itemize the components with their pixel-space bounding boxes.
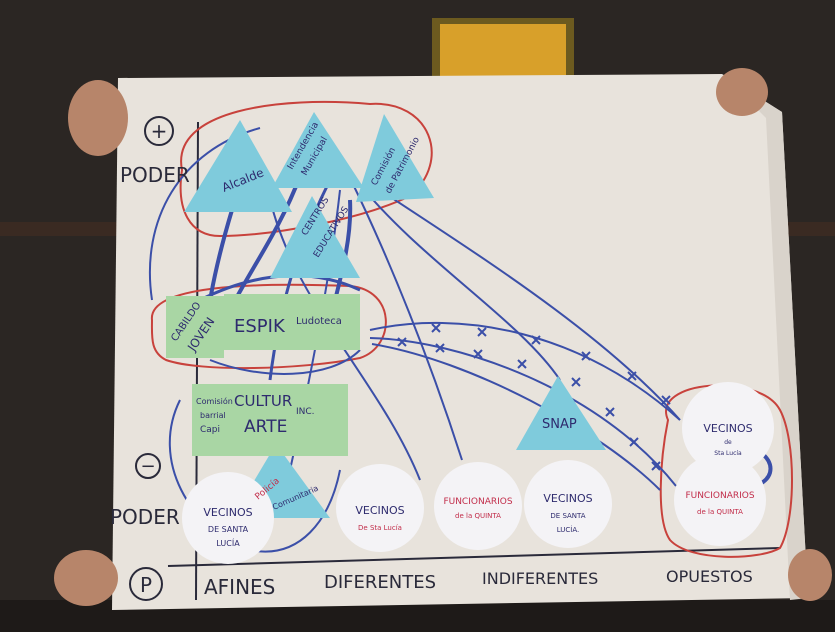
label-vecinos-3c: LUCÍA. — [557, 525, 580, 534]
label-vecinos-4b: de — [724, 439, 732, 446]
corner-p-letter: P — [140, 573, 152, 597]
horizontal-axis — [167, 547, 781, 567]
label-vecinos-3a: VECINOS — [543, 492, 592, 505]
rect-cultura-arte — [192, 384, 348, 456]
red-group-top — [179, 100, 433, 238]
label-comision-barrial-2: barrial — [200, 411, 226, 420]
label-cultur: CULTUR — [234, 392, 292, 410]
circle-vecinos-santa-lucia-1 — [182, 472, 274, 564]
label-comision-barrial-3: Capi — [200, 425, 220, 435]
plus-circle — [144, 116, 174, 146]
hand-bottom-left — [54, 550, 118, 606]
label-vecinos-2a: VECINOS — [355, 504, 404, 517]
column-opuestos: OPUESTOS — [666, 567, 753, 586]
triangle-centros-educativos — [270, 196, 360, 278]
label-func-2a: FUNCIONARIOS — [685, 491, 754, 501]
wall-painting-inner — [440, 24, 566, 76]
poder-bottom-label: PODER — [110, 505, 180, 529]
hand-bottom-right — [788, 549, 832, 601]
column-indiferentes: INDIFERENTES — [482, 569, 598, 588]
corner-p-circle — [129, 567, 163, 601]
triangle-comision-patrimonio — [356, 114, 434, 202]
label-func-1a: FUNCIONARIOS — [443, 497, 512, 507]
label-snap: SNAP — [542, 417, 577, 432]
label-comision-barrial-1: Comisión — [196, 396, 233, 406]
circle-vecinos-sta-lucia-4 — [682, 382, 774, 474]
triangle-alcalde — [184, 120, 292, 212]
label-vecinos-1c: LUCÍA — [216, 537, 240, 548]
label-vecinos-4a: VECINOS — [703, 422, 752, 435]
rect-cabildo-joven — [166, 296, 224, 358]
circle-vecinos-sta-lucia-2 — [336, 464, 424, 552]
column-afines: AFINES — [204, 575, 275, 599]
minus-symbol: − — [140, 456, 155, 477]
label-vecinos-3b: DE SANTA — [550, 512, 585, 520]
label-inc: INC. — [296, 407, 315, 417]
plus-symbol: + — [151, 119, 168, 143]
triangle-intendencia — [272, 112, 364, 188]
hand-top-right — [716, 68, 768, 116]
label-vecinos-2b: De Sta Lucía — [358, 524, 402, 532]
triangle-snap — [516, 376, 606, 450]
paper-shadow — [722, 74, 808, 600]
poder-top-label: PODER — [120, 163, 190, 187]
label-vecinos-1b: DE SANTA — [208, 525, 249, 534]
red-group-middle — [150, 283, 387, 370]
column-diferentes: DIFERENTES — [324, 572, 436, 593]
label-vecinos-1a: VECINOS — [203, 506, 252, 519]
circle-funcionarios-quinta-1 — [434, 462, 522, 550]
label-func-2b: de la QUINTA — [697, 508, 743, 516]
rect-espik — [224, 294, 360, 350]
label-ludoteca: Ludoteca — [296, 316, 342, 327]
label-func-1b: de la QUINTA — [455, 512, 501, 520]
hand-top-left — [68, 80, 128, 156]
label-espik: ESPIK — [234, 316, 286, 337]
conflict-crosses — [397, 323, 671, 471]
circle-vecinos-santa-lucia-3 — [524, 460, 612, 548]
circle-funcionarios-quinta-2 — [674, 454, 766, 546]
label-arte: ARTE — [244, 417, 287, 437]
minus-circle — [135, 453, 161, 479]
label-vecinos-4c: Sta Lucía — [714, 450, 742, 457]
